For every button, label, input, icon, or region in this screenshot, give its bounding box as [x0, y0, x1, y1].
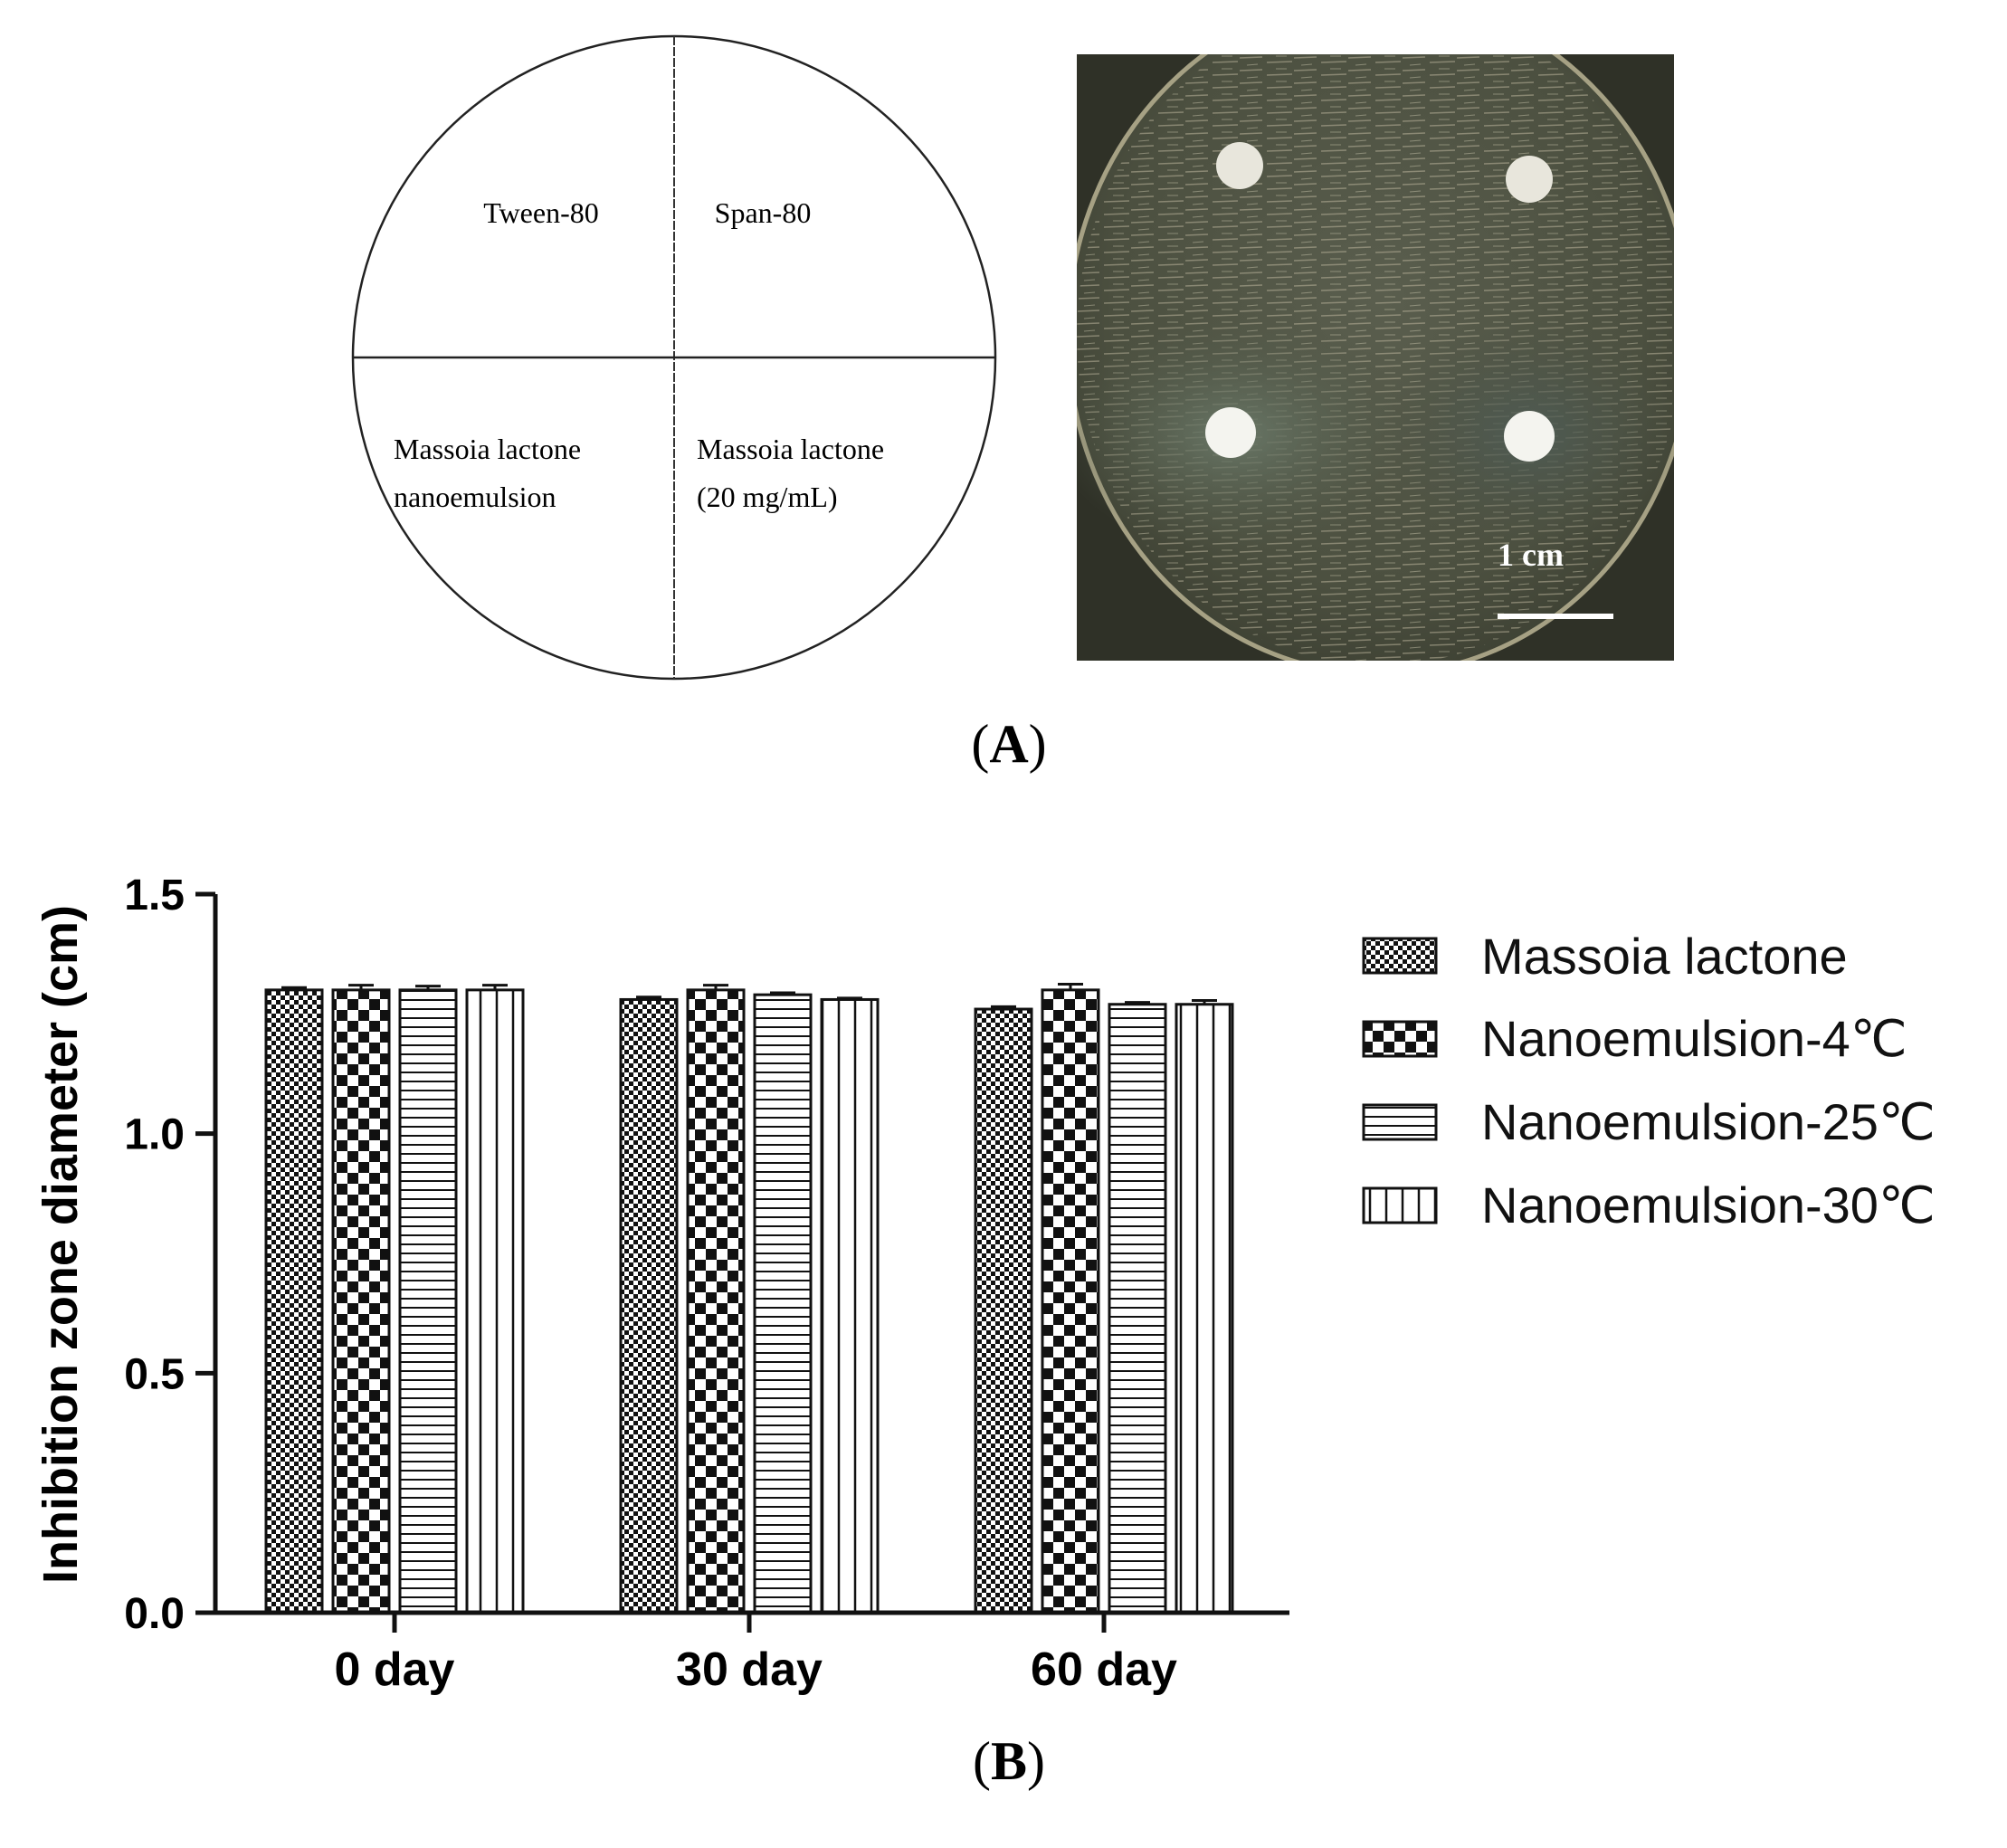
legend-item-nanoemulsion-25c: Nanoemulsion-25℃ [1362, 1081, 1936, 1164]
quadrant-label-tween: Tween-80 [483, 196, 598, 229]
quadrant-label-span: Span-80 [715, 196, 812, 229]
legend-swatch-coarse-checker [1362, 1020, 1438, 1058]
y-tick-label: 0.5 [124, 1350, 185, 1398]
x-axis-ticks: 0 day 30 day 60 day [335, 1613, 1177, 1696]
y-tick-label: 1.0 [124, 1111, 185, 1159]
bar [753, 993, 813, 1615]
panel-label-b: (B) [973, 1731, 1045, 1791]
bar [465, 988, 525, 1615]
legend-label: Nanoemulsion-30℃ [1481, 1176, 1936, 1234]
y-tick-label: 0.0 [124, 1590, 185, 1638]
x-tick-label: 0 day [335, 1643, 455, 1696]
bar [619, 997, 679, 1615]
paper-disc-top-left [1216, 142, 1263, 189]
scale-bar-label: 1 cm [1498, 537, 1564, 573]
scale-bar [1498, 614, 1613, 619]
legend-swatch-vertical-lines [1362, 1186, 1438, 1224]
legend-label: Nanoemulsion-25℃ [1481, 1093, 1936, 1150]
legend-swatch-horizontal-lines [1362, 1103, 1438, 1141]
bar-series-group [264, 983, 1234, 1615]
bar [264, 988, 324, 1615]
bar [331, 988, 391, 1615]
paper-disc-top-right [1506, 156, 1553, 203]
bar [974, 1007, 1033, 1615]
bar [1108, 1003, 1167, 1615]
bar [398, 988, 458, 1615]
quadrant-label-nanoemulsion-line1: Massoia lactone [394, 433, 581, 465]
y-axis-ticks: 0.0 0.5 1.0 1.5 [124, 872, 215, 1638]
legend-item-nanoemulsion-30c: Nanoemulsion-30℃ [1362, 1164, 1936, 1247]
legend-item-nanoemulsion-4c: Nanoemulsion-4℃ [1362, 997, 1936, 1081]
legend-label: Nanoemulsion-4℃ [1481, 1010, 1907, 1067]
quadrant-label-massoia-line2: (20 mg/mL) [697, 481, 838, 513]
bar [686, 988, 746, 1615]
legend-label: Massoia lactone [1481, 927, 1848, 985]
x-tick-label: 30 day [676, 1643, 823, 1696]
panel-label-a: (A) [971, 714, 1047, 774]
bar [820, 997, 880, 1615]
chart-legend: Massoia lactone Nanoemulsion-4℃ Nanoemul… [1362, 914, 1936, 1247]
y-tick-label: 1.5 [124, 872, 185, 919]
inhibition-zone-bar-chart: Inhibition zone diameter (cm) 0.0 0.5 1.0 1… [33, 872, 1289, 1696]
quadrant-label-nanoemulsion-line2: nanoemulsion [394, 481, 556, 513]
y-axis-label: Inhibition zone diameter (cm) [33, 905, 88, 1584]
quadrant-label-massoia-line1: Massoia lactone [697, 433, 884, 465]
plate-layout-diagram: Tween-80 Span-80 Massoia lactone nanoemu… [351, 34, 997, 681]
legend-item-massoia-lactone: Massoia lactone [1362, 914, 1936, 997]
bar [1041, 988, 1100, 1615]
paper-disc-bottom-right [1504, 411, 1555, 462]
agar-plate-photo: 1 cm [1077, 54, 1674, 661]
legend-swatch-fine-checker [1362, 937, 1438, 975]
x-tick-label: 60 day [1031, 1643, 1177, 1696]
bar [1175, 1003, 1234, 1615]
paper-disc-bottom-left [1205, 407, 1256, 458]
